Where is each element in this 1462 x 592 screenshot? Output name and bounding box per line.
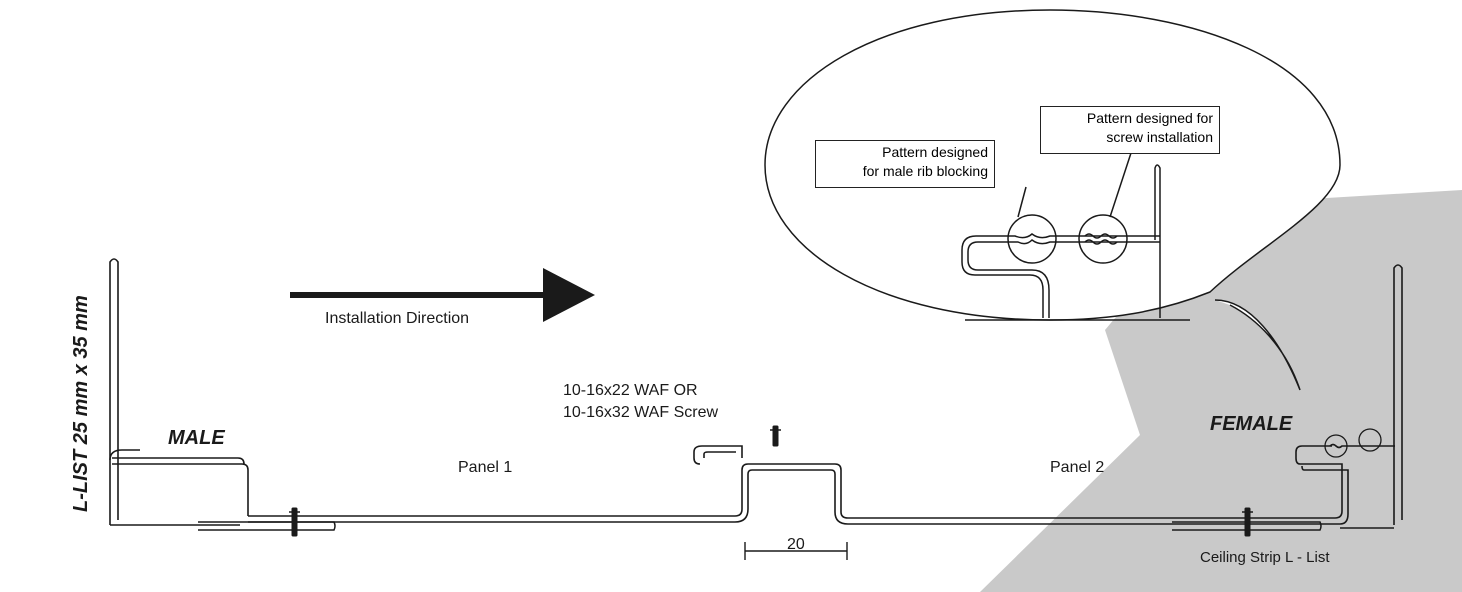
panel-profile [109,258,1403,529]
ceiling-strip-label: Ceiling Strip L - List [1200,549,1330,566]
screw-install-callout-line1: Pattern designed for [1086,110,1213,126]
screw-install-callout: Pattern designed for screw installation [1040,106,1220,154]
screw-center [772,425,779,447]
male-rib-callout-line2: for male rib blocking [862,163,988,179]
male-label: MALE [168,427,225,449]
bubble-tail [1214,299,1301,391]
female-detail-circles [1324,428,1382,458]
screw-right [1244,507,1251,537]
male-rib-callout-line1: Pattern designed [882,144,988,160]
dimension-marker [744,542,848,560]
screw-spec-line2: 10-16x32 WAF Screw [563,404,719,421]
installation-direction-arrow [290,268,595,322]
panel1-label: Panel 1 [458,459,513,476]
screw-spec-line1: 10-16x22 WAF OR [563,382,698,399]
l-list-label: L-LIST 25 mm x 35 mm [70,295,92,512]
screw-left [291,507,298,537]
male-rib-callout: Pattern designed for male rib blocking [815,140,995,188]
screws [289,425,1253,537]
ceiling-strips [198,521,1322,531]
installation-direction-label: Installation Direction [325,310,470,327]
panel2-label: Panel 2 [1050,459,1105,476]
screw-install-callout-line2: screw installation [1106,129,1213,145]
female-label: FEMALE [1210,413,1293,435]
bubble-profile [961,152,1190,321]
dimension-label: 20 [787,536,805,553]
